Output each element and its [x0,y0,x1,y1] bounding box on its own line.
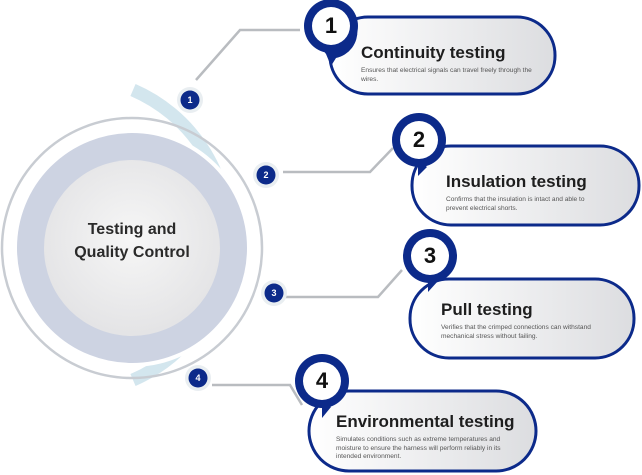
step-4-description: Simulates conditions such as extreme tem… [336,436,501,460]
pin-3-number: 3 [423,243,437,268]
step-2-title: Insulation testing [446,172,587,191]
dot-2 [253,162,279,188]
step-2-card: Insulation testing Confirms that the ins… [446,172,604,213]
step-4-card: Environmental testing Simulates conditio… [336,412,515,462]
step-1-title: Continuity testing [361,43,506,62]
step-3-description: Verifies that the crimped connections ca… [441,324,591,340]
dot-3 [261,280,287,306]
step-3-card: Pull testing Verifies that the crimped c… [441,300,611,341]
center-label: Testing and Quality Control [52,218,212,264]
core-circle [44,160,220,336]
connector-4 [212,383,304,406]
dot-3-number: 3 [271,288,277,298]
connector-3 [284,269,403,299]
connector-1 [195,28,300,81]
dot-1-number: 1 [187,95,193,105]
pin-4 [295,354,349,418]
center-label-line-2: Quality Control [74,244,190,261]
pin-1 [304,0,358,66]
card-4 [307,389,538,473]
pin-2 [392,113,446,176]
dot-4-number: 4 [195,373,201,383]
center-label-line-1: Testing and [87,221,177,238]
step-4-title: Environmental testing [336,412,515,431]
step-3-title: Pull testing [441,300,533,319]
dot-4 [185,365,211,391]
step-1-description: Ensures that electrical signals can trav… [361,67,532,83]
step-2-description: Confirms that the insulation is intact a… [446,196,585,212]
step-1-card: Continuity testing Ensures that electric… [361,43,541,84]
connector-2 [283,147,394,174]
pin-1-number: 1 [324,13,338,38]
dot-1 [177,87,203,113]
pin-2-number: 2 [412,127,426,152]
dot-2-number: 2 [263,170,269,180]
card-3 [408,277,636,360]
card-2 [410,144,641,227]
pin-3 [403,229,457,292]
outer-ring [0,116,264,380]
pin-4-number: 4 [315,368,329,393]
